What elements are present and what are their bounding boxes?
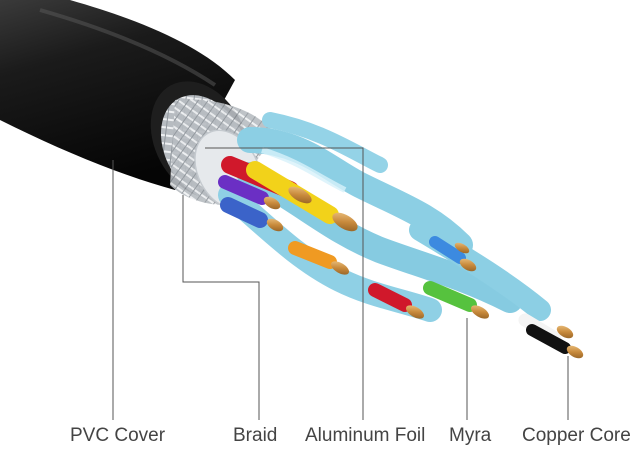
label-copper-core: Copper Core bbox=[522, 425, 631, 446]
leader-lines bbox=[112, 147, 569, 420]
color-wires bbox=[218, 156, 571, 354]
label-aluminum-foil: Aluminum Foil bbox=[305, 425, 426, 446]
copper-cores bbox=[263, 186, 584, 359]
label-pvc-cover: PVC Cover bbox=[70, 425, 166, 446]
leader-aluminum-foil bbox=[205, 147, 364, 420]
label-myra: Myra bbox=[449, 425, 492, 446]
leader-braid bbox=[182, 195, 260, 420]
label-braid: Braid bbox=[233, 425, 278, 446]
